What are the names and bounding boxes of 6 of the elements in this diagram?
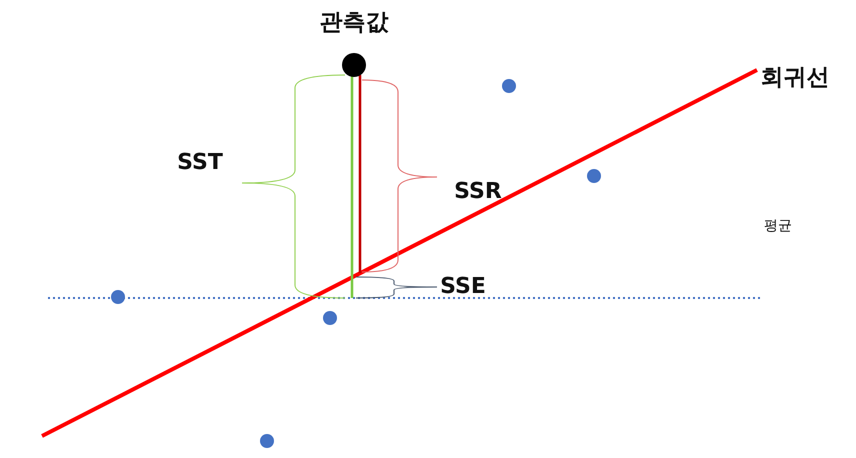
point-label: 관측값 [320,12,388,34]
sum-of-squares-label: SSR [454,181,502,203]
sum-of-squares-label: SST [177,152,223,174]
line-label: 회귀선 [760,66,830,90]
sum-of-squares-label: SSE [440,276,486,298]
mean-label: 평균 [764,219,792,233]
